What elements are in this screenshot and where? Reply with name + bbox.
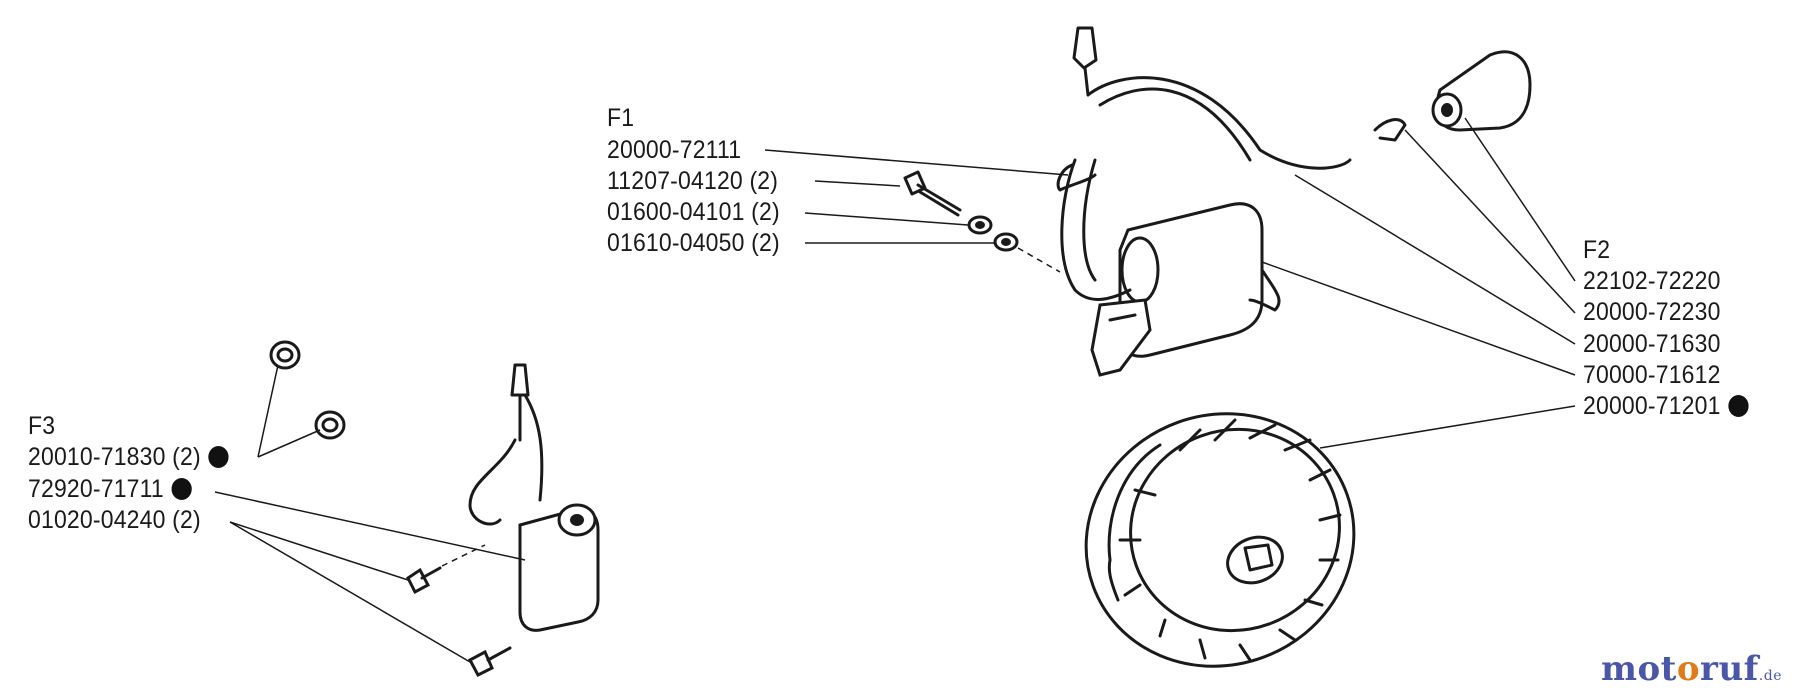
f1-part-2: 11207-04120 (2) xyxy=(607,167,779,195)
f3-part-1-row: 20010-71830 (2) xyxy=(28,443,229,471)
f1-part-1: 20000-72111 xyxy=(607,136,742,164)
f1-part-3: 01600-04101 (2) xyxy=(607,198,780,226)
f2-part-3: 20000-71630 xyxy=(1583,330,1721,358)
flywheel xyxy=(1084,412,1356,668)
f3-ignition-coil xyxy=(269,340,600,677)
f1-part-4: 01610-04050 (2) xyxy=(607,229,780,257)
bullet-marker-icon xyxy=(1727,395,1749,417)
f2-part-4: 70000-71612 xyxy=(1583,361,1721,389)
f3-part-2: 72920-71711 xyxy=(28,475,164,503)
bullet-marker-icon xyxy=(171,478,192,500)
f2-part-5: 20000-71201 xyxy=(1583,392,1721,420)
f2-group-title: F2 xyxy=(1583,236,1611,264)
leader-lines xyxy=(214,117,1576,663)
bullet-marker-icon xyxy=(208,446,229,468)
f3-group-title: F3 xyxy=(28,412,56,440)
f3-part-3: 01020-04240 (2) xyxy=(28,506,201,534)
f2-part-5-row: 20000-71201 xyxy=(1583,392,1749,420)
f3-part-2-row: 72920-71711 xyxy=(28,475,192,503)
f2-part-1: 22102-72220 xyxy=(1583,267,1721,295)
f3-part-1: 20010-71830 (2) xyxy=(28,443,201,471)
f2-part-2: 20000-72230 xyxy=(1583,298,1721,326)
f1-group-title: F1 xyxy=(607,104,635,132)
coil-bolt-and-washers xyxy=(903,170,1061,273)
brand-logo: motoruf.de xyxy=(1600,649,1782,689)
ignition-coil-assembly xyxy=(1056,26,1532,377)
